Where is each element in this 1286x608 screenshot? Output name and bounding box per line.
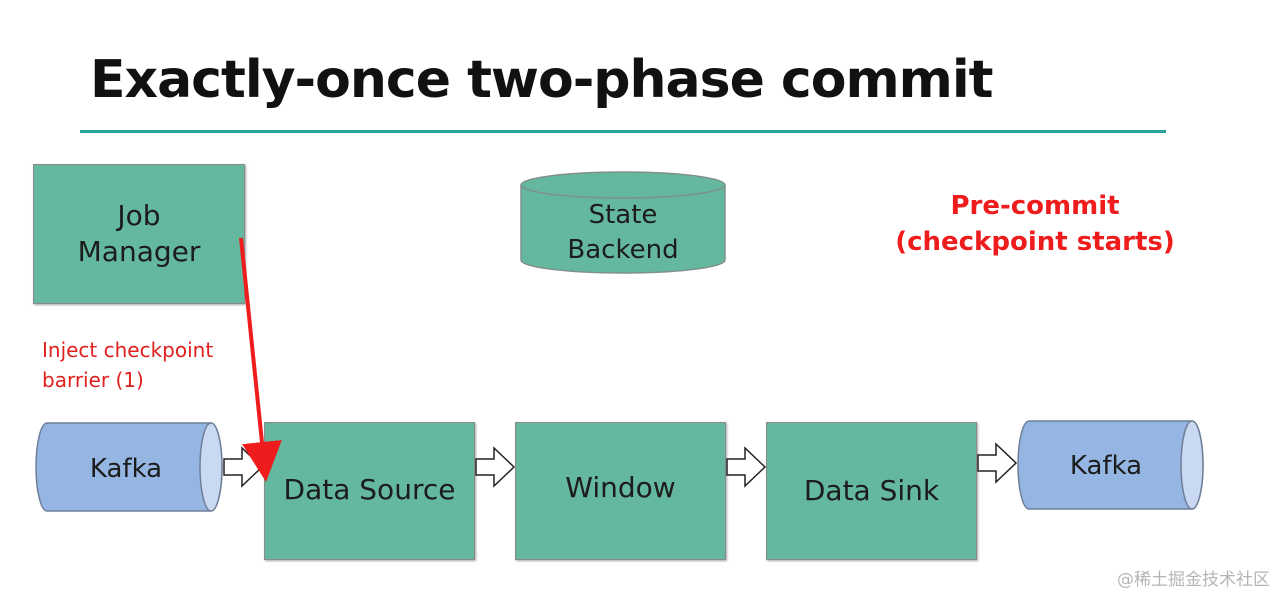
- checkpoint-barrier-arrow: [239, 237, 282, 482]
- title-underline: [80, 130, 1166, 133]
- window-box: Window: [515, 422, 726, 560]
- pre-commit-label-line1: Pre-commit: [950, 191, 1120, 221]
- flow-arrow-kafka-to-source: [223, 446, 264, 488]
- inject-barrier-label: Inject checkpoint barrier (1): [42, 335, 213, 395]
- data-sink-label: Data Sink: [803, 474, 940, 507]
- flow-arrow-sink-to-kafka: [977, 442, 1018, 484]
- flow-arrow-source-to-window: [475, 446, 516, 488]
- kafka-sink-cylinder: Kafka: [1017, 420, 1204, 510]
- slide-title: Exactly-once two-phase commit: [90, 50, 994, 110]
- state-backend-cylinder: State Backend: [520, 171, 726, 274]
- data-source-label: Data Source: [283, 473, 456, 506]
- job-manager-box: Job Manager: [33, 164, 245, 304]
- job-manager-label-line1: Job: [117, 199, 161, 232]
- watermark: @稀土掘金技术社区: [1117, 570, 1270, 590]
- window-label: Window: [565, 471, 676, 504]
- pre-commit-label: Pre-commit (checkpoint starts): [880, 188, 1190, 260]
- kafka-sink-label: Kafka: [1070, 451, 1142, 481]
- state-backend-label-line1: State: [589, 200, 658, 230]
- state-backend-label-line2: Backend: [567, 235, 678, 265]
- inject-barrier-label-line1: Inject checkpoint: [42, 338, 214, 362]
- job-manager-label-line2: Manager: [77, 235, 201, 268]
- kafka-source-cylinder: Kafka: [35, 422, 223, 512]
- pre-commit-label-line2: (checkpoint starts): [895, 227, 1175, 257]
- data-sink-box: Data Sink: [766, 422, 977, 560]
- data-source-box: Data Source: [264, 422, 475, 560]
- inject-barrier-label-line2: barrier (1): [42, 368, 144, 392]
- kafka-source-label: Kafka: [90, 454, 162, 484]
- flow-arrow-window-to-sink: [726, 446, 767, 488]
